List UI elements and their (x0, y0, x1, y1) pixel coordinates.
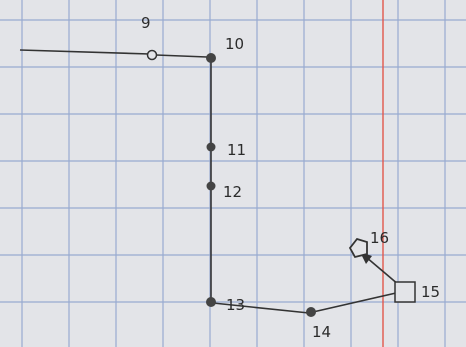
open-circle-node-9 (146, 49, 158, 61)
filled-dot-node-13 (206, 297, 216, 307)
line-lead-in (19, 49, 151, 55)
label-12: 12 (223, 183, 242, 201)
filled-dot-node-12 (206, 181, 216, 191)
label-15: 15 (421, 283, 440, 301)
filled-dot-node-14 (306, 307, 316, 317)
path-lines (19, 49, 400, 314)
label-11: 11 (227, 141, 246, 159)
label-9: 9 (141, 14, 151, 32)
label-13: 13 (226, 296, 245, 314)
label-16: 16 (370, 229, 389, 247)
label-10: 10 (225, 35, 244, 53)
label-14: 14 (312, 323, 331, 341)
line-15-16 (365, 256, 400, 286)
square-node-15 (394, 281, 416, 303)
line-9-10 (155, 54, 208, 58)
filled-dot-node-11 (206, 142, 216, 152)
pentagon-node-16 (348, 237, 368, 259)
line-13-14 (212, 302, 310, 314)
filled-dot-node-10 (206, 53, 216, 63)
line-14-15 (312, 292, 397, 313)
